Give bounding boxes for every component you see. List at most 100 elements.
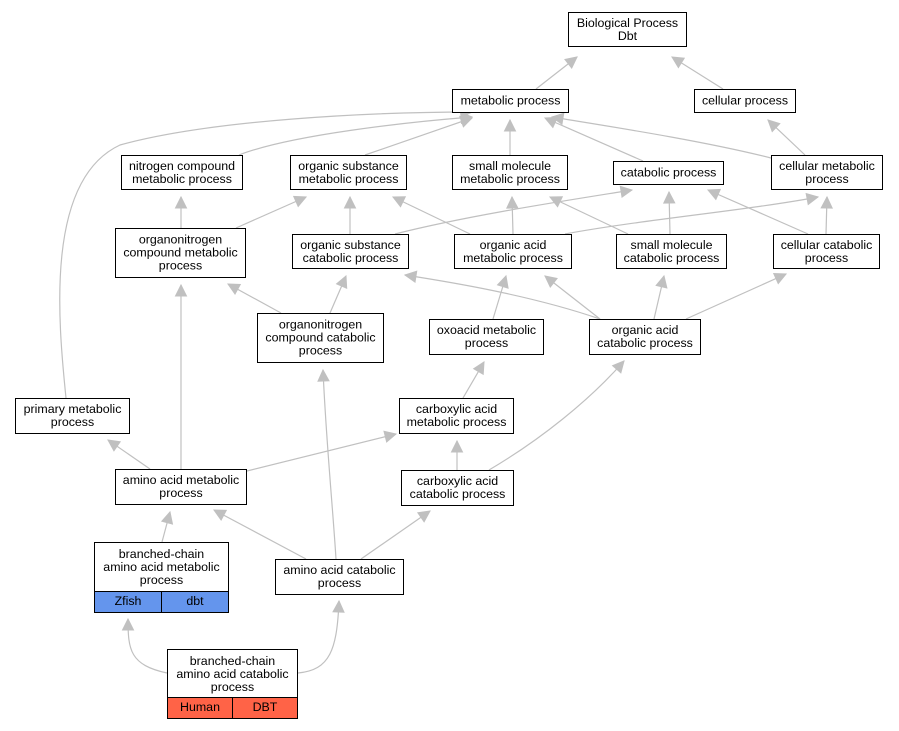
node-cellular[interactable]: cellular process bbox=[694, 89, 796, 113]
node-label-line: metabolic process bbox=[460, 171, 560, 186]
edge-orgnitrocat-to-orgsubcat bbox=[329, 274, 348, 314]
arrowhead bbox=[706, 188, 722, 201]
arrowhead bbox=[671, 56, 686, 69]
node-label-line: carboxylic acid bbox=[415, 402, 498, 416]
node-label-line: process bbox=[464, 336, 509, 350]
node-catabolic[interactable]: catabolic process bbox=[613, 161, 724, 185]
arrowhead bbox=[227, 283, 242, 296]
edge-aacat-to-carboxcat bbox=[360, 510, 431, 560]
edge-metabolic-to-bp bbox=[535, 56, 578, 90]
arrowhead bbox=[662, 190, 676, 204]
species-tag[interactable]: DBT bbox=[232, 698, 297, 718]
edge-bccat-to-aacat bbox=[297, 599, 345, 674]
edge-aamet-to-carboxmet bbox=[246, 430, 398, 472]
node-label-line: catabolic process bbox=[623, 250, 720, 265]
edge-orgacidcat-to-orgsubcat bbox=[403, 270, 601, 320]
edge-aacat-to-orgnitrocat bbox=[317, 368, 337, 560]
edge-cellmet-to-cellular bbox=[767, 119, 806, 156]
node-label-line: catabolic process bbox=[597, 336, 693, 350]
node-label-line: carboxylic acid bbox=[416, 474, 499, 488]
arrowhead bbox=[391, 196, 407, 208]
node-label-line: oxoacid metabolic bbox=[436, 323, 537, 337]
edge-aacat-to-aamet bbox=[213, 509, 307, 560]
edge-orgsubcat-to-orgsubmet bbox=[343, 195, 357, 234]
edge-orgacidcat-to-cellcat bbox=[685, 272, 788, 320]
node-label-line: organonitrogen bbox=[138, 232, 223, 247]
arrowhead bbox=[655, 274, 668, 289]
arrowhead bbox=[343, 195, 357, 209]
node-label-line: process bbox=[298, 343, 343, 358]
species-tag[interactable]: Human bbox=[180, 700, 220, 714]
species-tag[interactable]: Zfish bbox=[114, 594, 142, 608]
node-label: catabolic process bbox=[616, 166, 721, 180]
node-label-line: process bbox=[159, 486, 203, 500]
node-label-line: metabolic process bbox=[406, 415, 507, 429]
node-label-line: small molecule bbox=[469, 158, 551, 173]
species-tag[interactable]: dbt bbox=[161, 592, 228, 612]
arrowhead bbox=[121, 617, 135, 631]
edge-orgnitromet-to-nitrogen bbox=[174, 195, 188, 228]
arrowhead bbox=[160, 510, 174, 525]
arrowhead bbox=[550, 112, 565, 126]
node-label-line: Biological Process bbox=[576, 15, 679, 30]
edge-orgacidmet-to-cellmet bbox=[564, 192, 820, 235]
arrowhead bbox=[767, 119, 781, 133]
node-metabolic[interactable]: metabolic process bbox=[452, 89, 569, 113]
arrowhead bbox=[619, 185, 634, 199]
node-label-line: process bbox=[805, 171, 849, 186]
edge-orgnitromet-to-orgsubmet bbox=[235, 195, 308, 229]
edge-cellcat-to-cellmet bbox=[820, 195, 833, 235]
edge-aamet-to-orgnitromet bbox=[174, 283, 188, 469]
node-label-line: cellular catabolic bbox=[780, 237, 873, 252]
arrowhead bbox=[544, 275, 558, 289]
node-label-line: amino acid metabolic bbox=[103, 560, 220, 574]
node-label-line: amino acid catabolic bbox=[176, 667, 289, 681]
node-label-line: branched-chain bbox=[118, 547, 205, 561]
arrowhead bbox=[450, 439, 464, 453]
arrowhead bbox=[335, 274, 348, 290]
arrowhead bbox=[820, 195, 833, 209]
edge-carboxcat-to-orgacidcat bbox=[488, 360, 625, 471]
node-label-line: cellular process bbox=[701, 93, 789, 108]
node-label-line: cellular metabolic bbox=[779, 158, 875, 173]
node-label-line: branched-chain bbox=[189, 654, 276, 668]
edge-carboxcat-to-carboxmet bbox=[450, 439, 464, 470]
arrowhead bbox=[174, 195, 188, 209]
arrowhead bbox=[503, 118, 517, 132]
arrowhead bbox=[543, 116, 559, 129]
node-label-line: organic substance bbox=[300, 237, 401, 252]
edge-orgsubcat-to-catabolic bbox=[394, 185, 634, 235]
arrowhead bbox=[107, 439, 122, 452]
node-label-line: organic acid bbox=[611, 323, 679, 337]
